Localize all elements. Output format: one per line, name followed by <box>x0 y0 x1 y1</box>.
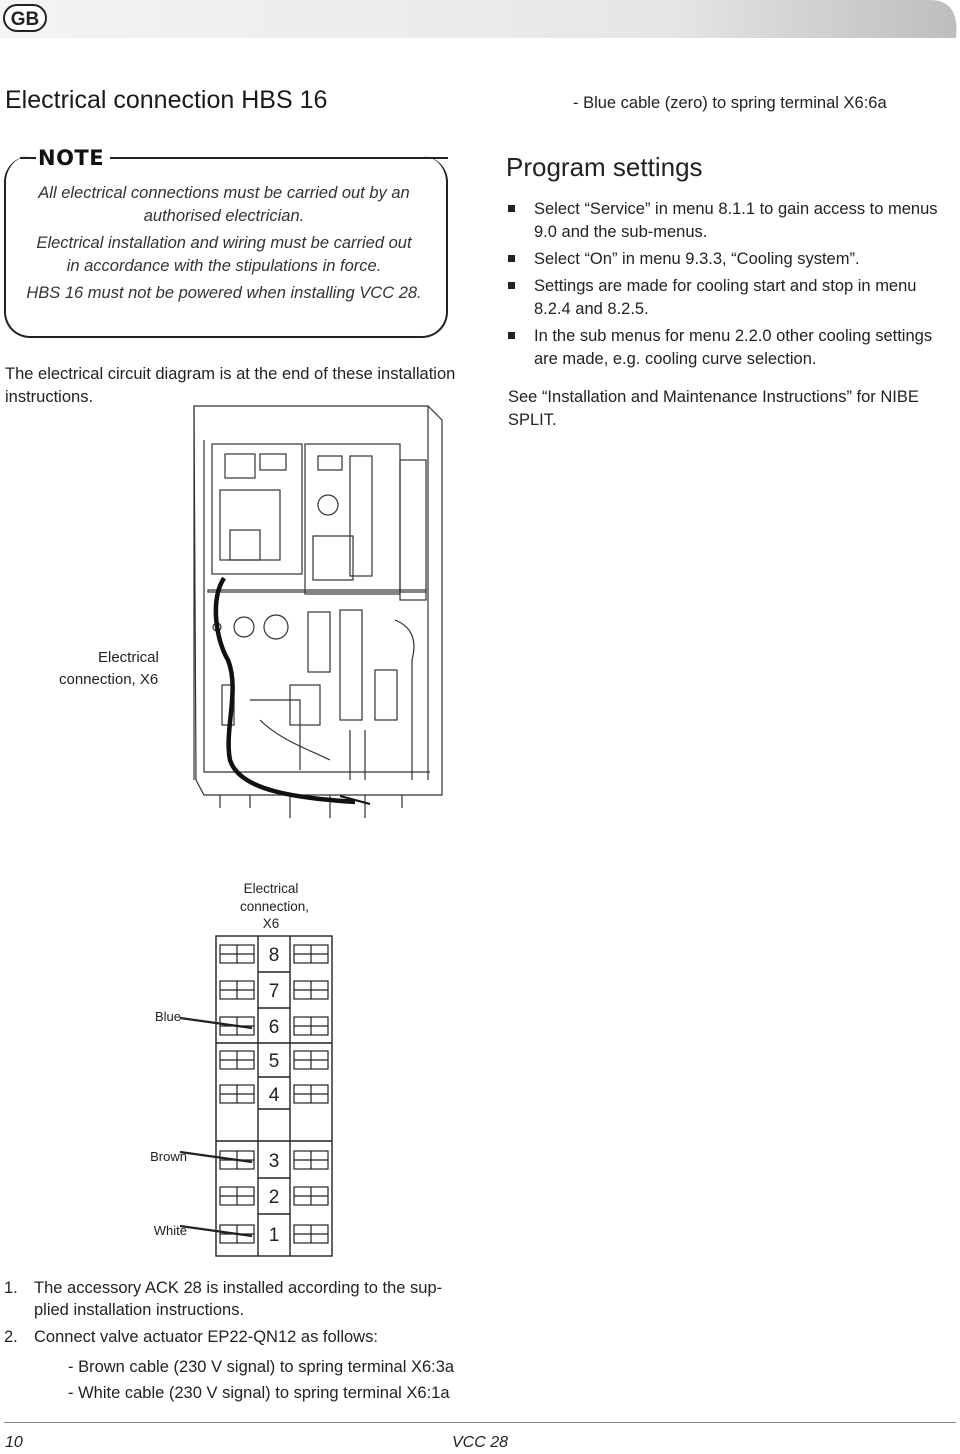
bullet-line: 9.0 and the sub-menus. <box>534 223 708 241</box>
footer-product: VCC 28 <box>452 1434 509 1451</box>
terminal-number: 1 <box>269 1225 280 1246</box>
bullet-line: Select “On” in menu 9.3.3, “Cooling syst… <box>534 250 860 268</box>
note-text: All electrical connections must be carri… <box>10 180 438 307</box>
note-line: authorised electrician. <box>143 207 305 225</box>
terminal-number: 3 <box>269 1151 280 1172</box>
note-line: Electrical installation and wiring must … <box>36 234 412 252</box>
list-item: Settings are made for cooling start and … <box>506 275 958 321</box>
terminal-number: 8 <box>269 945 280 966</box>
bullet-icon <box>508 282 515 289</box>
note-line: in accordance with the stipulations in f… <box>66 257 382 275</box>
page-title: Electrical connection HBS 16 <box>5 86 328 114</box>
wire-label-blue: Blue <box>155 1009 181 1024</box>
see-line-2: SPLIT. <box>508 411 557 429</box>
wire-brown <box>179 1150 253 1164</box>
bullet-icon <box>508 255 515 262</box>
step-text-line: plied installation instructions. <box>34 1301 245 1319</box>
wire-blue <box>179 1016 253 1030</box>
sub-item: - White cable (230 V signal) to spring t… <box>68 1384 450 1402</box>
figure2-header: Electrical connection, X6 <box>240 880 310 933</box>
note-border-right <box>110 157 448 159</box>
see-line-1: See “Installation and Maintenance Instru… <box>508 388 919 406</box>
step-number: 2. <box>4 1328 18 1346</box>
figure1-label-line-1: Electrical <box>98 649 159 666</box>
note-box <box>4 156 448 338</box>
figure1-label-line-2: connection, X6 <box>59 671 159 688</box>
bullet-icon <box>508 205 515 212</box>
bullet-icon <box>508 332 515 339</box>
terminal-number: 7 <box>269 981 280 1002</box>
step-text-line: The accessory ACK 28 is installed accord… <box>34 1279 443 1297</box>
program-settings-heading: Program settings <box>506 152 703 182</box>
terminal-number: 6 <box>269 1017 280 1038</box>
terminal-block-diagram: 8 7 6 5 4 3 2 1 Blue Brown White <box>150 935 333 1257</box>
footer-divider <box>4 1422 956 1423</box>
list-item: In the sub menus for menu 2.2.0 other co… <box>506 325 958 371</box>
bullet-line: 8.2.4 and 8.2.5. <box>534 300 649 318</box>
bullet-line: are made, e.g. cooling curve selection. <box>534 350 817 368</box>
intro-line-1: The electrical circuit diagram is at the… <box>5 365 456 383</box>
note-label: NOTE <box>38 146 105 170</box>
figure2-header-line: connection, <box>240 898 310 914</box>
unit-illustration <box>193 405 443 818</box>
sub-item: - Brown cable (230 V signal) to spring t… <box>68 1358 455 1376</box>
terminal-number: 5 <box>269 1051 280 1072</box>
top-right-text: - Blue cable (zero) to spring terminal X… <box>573 94 887 112</box>
step-text-line: Connect valve actuator EP22-QN12 as foll… <box>34 1328 378 1346</box>
note-border-left <box>20 157 36 159</box>
list-item: Select “Service” in menu 8.1.1 to gain a… <box>506 198 958 244</box>
note-line: All electrical connections must be carri… <box>38 184 410 202</box>
figure2-header-line: Electrical <box>243 881 299 896</box>
header-gradient <box>0 0 957 38</box>
bullet-line: Settings are made for cooling start and … <box>534 277 917 295</box>
figure2-header-line: X6 <box>262 916 280 931</box>
terminal-number: 4 <box>269 1085 280 1106</box>
intro-line-2: instructions. <box>5 388 94 406</box>
step-number: 1. <box>4 1279 18 1297</box>
terminal-number: 2 <box>269 1187 280 1208</box>
wire-label-brown: Brown <box>150 1149 187 1164</box>
bullet-line: In the sub menus for menu 2.2.0 other co… <box>534 327 933 345</box>
wire-label-white: White <box>154 1223 187 1238</box>
wire-white <box>179 1224 253 1238</box>
note-line: HBS 16 must not be powered when installi… <box>26 284 422 302</box>
page-number: 10 <box>5 1434 23 1451</box>
header-band <box>0 0 960 38</box>
list-item: Select “On” in menu 9.3.3, “Cooling syst… <box>506 248 958 271</box>
program-settings-list: Select “Service” in menu 8.1.1 to gain a… <box>506 198 958 375</box>
bullet-line: Select “Service” in menu 8.1.1 to gain a… <box>534 200 938 218</box>
language-badge: GB <box>3 4 47 32</box>
